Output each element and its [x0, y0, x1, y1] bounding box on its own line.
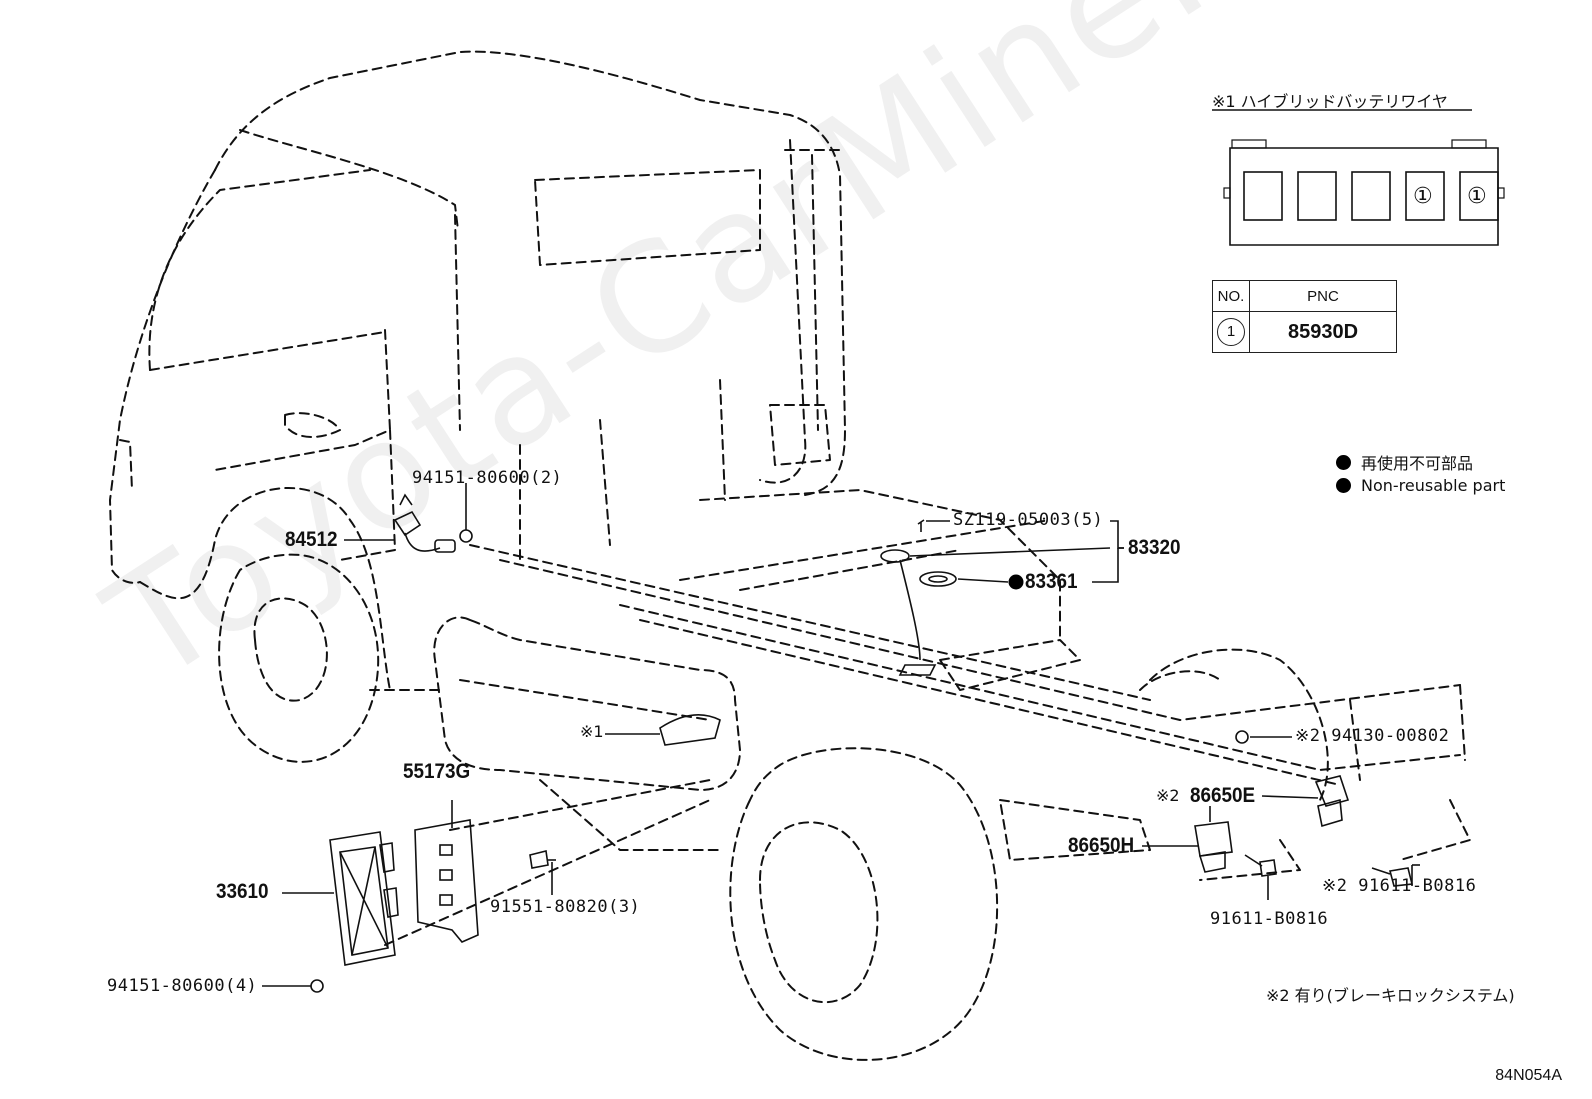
legend-row-jp: 再使用不可部品 — [1336, 450, 1473, 474]
fuel-tank — [433, 616, 741, 791]
part-86650h-drawing — [1194, 821, 1233, 873]
slot-5-marker: ① — [1467, 184, 1487, 209]
front-wheel — [218, 553, 380, 763]
label-83361[interactable]: 83361 — [1025, 570, 1078, 593]
non-reusable-dot-icon — [1336, 478, 1351, 493]
part-86650e-drawing — [1314, 775, 1350, 828]
label-86650e[interactable]: 86650E — [1190, 784, 1256, 807]
nut-94130 — [1235, 730, 1249, 744]
table-cell-pnc: 85930D — [1249, 311, 1397, 353]
slot-4 — [1405, 171, 1445, 221]
table-header-pnc: PNC — [1249, 280, 1397, 312]
nut-94151-4 — [310, 979, 324, 993]
table-cell-no: 1 — [1212, 311, 1250, 353]
label-86650h[interactable]: 86650H — [1068, 834, 1135, 857]
crossmembers — [384, 549, 1301, 946]
slot-2 — [1297, 171, 1337, 221]
bolt-91551 — [529, 850, 549, 869]
label-94151-80600-4[interactable]: 94151-80600(4) — [107, 976, 258, 996]
label-33610[interactable]: 33610 — [216, 880, 269, 903]
label-84512[interactable]: 84512 — [285, 528, 338, 551]
part-55173g-drawing — [414, 819, 479, 943]
frame-rails — [469, 379, 1471, 861]
rear-wheel-inner — [1139, 648, 1329, 801]
legend-row-en: Non-reusable part — [1336, 476, 1505, 495]
label-91551-80820[interactable]: 91551-80820(3) — [490, 897, 641, 917]
label-83320[interactable]: 83320 — [1128, 536, 1181, 559]
leader-86650e — [1261, 795, 1319, 799]
footnote-mark2: ※2 有り(ブレーキロックシステム) — [1266, 986, 1515, 1005]
label-91611-b0816-right[interactable]: ※2 91611-B0816 — [1322, 876, 1477, 896]
legend-text-en: Non-reusable part — [1361, 476, 1506, 495]
label-86650e-mark: ※2 — [1156, 786, 1180, 805]
label-94151-80600-2[interactable]: 94151-80600(2) — [412, 468, 563, 488]
label-55173g[interactable]: 55173G — [403, 760, 471, 783]
figure-code: 84N054A — [1495, 1067, 1562, 1084]
part-84512-drawing — [393, 493, 456, 553]
pnc-table: NO. PNC 1 85930D — [1212, 280, 1397, 353]
part-83320-drawing — [880, 549, 957, 676]
part-hybrid-wire-connector — [659, 713, 721, 746]
rear-wheel-outer — [729, 747, 999, 1061]
legend-text-jp: 再使用不可部品 — [1361, 454, 1474, 473]
part-33610-drawing — [329, 831, 399, 966]
slot-4-marker: ① — [1413, 184, 1433, 209]
nut-94151-2 — [459, 529, 473, 543]
bolt-91611-left — [1259, 859, 1277, 877]
wire-callout-title: ※1 ハイブリッドバッテリワイヤ — [1212, 92, 1448, 111]
label-94130-00802[interactable]: ※2 94130-00802 — [1295, 726, 1450, 746]
wire-connector-callout — [1212, 109, 1505, 246]
non-reusable-dot-icon — [1336, 454, 1351, 470]
label-91611-b0816-left[interactable]: 91611-B0816 — [1210, 909, 1329, 929]
label-mark1: ※1 — [580, 722, 604, 741]
bracket-83320 — [1110, 520, 1124, 549]
bracket-83320-b — [1092, 548, 1119, 583]
slot-5 — [1459, 171, 1499, 221]
slot-1 — [1243, 171, 1283, 221]
table-header-no: NO. — [1212, 280, 1250, 312]
leader-83361 — [957, 578, 1009, 583]
label-sz119-05003[interactable]: SZ119-05003(5) — [953, 510, 1104, 530]
slot-3 — [1351, 171, 1391, 221]
screw-sz119 — [917, 519, 925, 532]
non-reusable-mark-83361 — [1008, 574, 1024, 590]
leader-83320 — [909, 547, 1111, 557]
cab-outline — [109, 50, 846, 691]
